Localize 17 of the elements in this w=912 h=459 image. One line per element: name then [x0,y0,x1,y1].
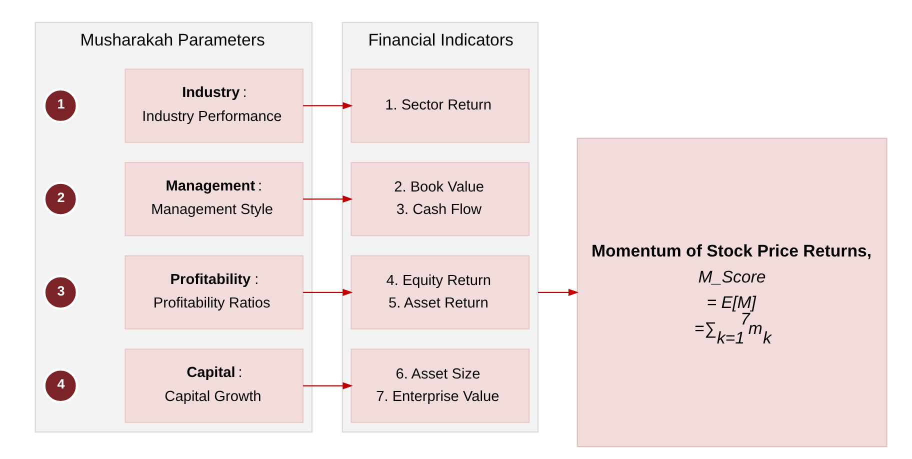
node-box: 4. Equity Return 5. Asset Return [350,254,530,330]
arrow [538,288,578,296]
node-circle: 3 [42,274,78,310]
arrow [302,382,352,389]
node-circle: 1 [42,88,78,123]
node-box: 1. Sector Return [350,68,530,142]
node-box: 2. Book Value 3. Cash Flow [350,161,530,236]
node-circle: 4 [42,368,78,403]
arrow [302,102,352,109]
node-box: Profitability: Profitability Ratios [124,254,304,330]
node-box: Management: Management Style [124,161,304,236]
node-box: Industry: Industry Performance [124,68,304,142]
node-box: 6. Asset Size 7. Enterprise Value [350,348,530,422]
node-box: Capital: Capital Growth [124,348,304,422]
node-circle: 2 [42,181,78,216]
arrow [302,288,352,296]
arrow [302,195,352,202]
